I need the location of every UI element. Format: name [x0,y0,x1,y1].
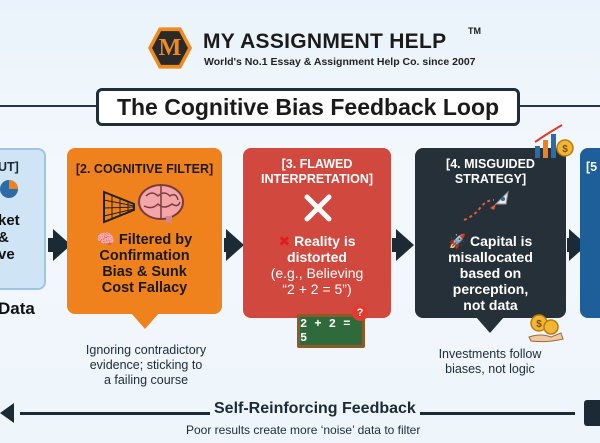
step-3-head: [3. FLAWED INTERPRETATION] [243,157,391,187]
step-2-body-text: Filtered by [118,232,193,248]
brand-tagline: World's No.1 Essay & Assignment Help Co.… [204,56,476,68]
step-4-head-line: [4. MISGUIDED [446,157,535,171]
step-3-body-line: (e.g., Believing [270,265,364,281]
step-1-below: Data [0,299,35,318]
svg-text:$: $ [562,144,568,155]
step-4-pointer [476,317,504,333]
caption-line: a failing course [103,373,189,387]
rising-chart-icon: $ [534,124,574,158]
step-4-body-line: misallocated [448,249,533,265]
chalkboard: 2 + 2 = 5 [297,314,365,348]
filter-net-icon [103,190,135,224]
step-4-body-text: Capital is [470,233,533,249]
step-4-body-line: based on [459,265,522,281]
feedback-title: Self-Reinforcing Feedback [210,400,420,418]
step-1-body-line: ve [0,246,15,263]
flow-arrow-head [53,229,71,261]
step-1-body: ket & ve [0,212,20,263]
feedback-arrow-left [0,403,14,423]
flow-arrow-shaft [48,238,56,252]
step-4-body-line: perception, [452,281,529,297]
flow-arrow-head [396,229,414,261]
step-2-caption: Ignoring contradictory evidence; stickin… [62,343,230,388]
chalkboard-text: 2 + 2 = 5 [300,317,351,345]
brand-trademark: TM [468,26,481,36]
step-3-head-line: [3. FLAWED [281,157,353,171]
step-1-body-line: & [0,229,20,246]
caption-line: evidence; sticking to [89,358,203,372]
logo-letter: M [152,31,188,65]
question-badge: ? [352,305,368,321]
step-3-body-line: distorted [287,249,347,265]
caption-line: Ignoring contradictory [85,343,207,357]
coins-hand-icon: $ [528,314,564,343]
step-2-body-line: Confirmation [99,248,190,264]
step-2-body: 🧠 Filtered by Confirmation Bias & Sunk C… [67,232,222,296]
step-3-body-line: “2 + 2 = 5”) [282,281,352,297]
rocket-small-icon: 🚀 [448,233,467,249]
feedback-arrow-right [584,400,600,426]
brand-name: MY ASSIGNMENT HELP [203,30,447,53]
step-4-body-line: not data [463,297,518,313]
rocket-path-icon [463,190,509,221]
step-3-body-text: Reality is [294,233,356,249]
step-4-body-line: 🚀 Capital is [415,233,566,249]
step-2-pointer [131,313,159,329]
step-1-body-line: ket [0,212,20,229]
caption-line: Investments follow [438,347,542,361]
page-title: The Cognitive Bias Feedback Loop [96,88,520,126]
flow-arrow-head [226,229,244,261]
step-2-body-line: Bias & Sunk [102,264,187,280]
step-3-card [243,148,391,318]
svg-text:$: $ [536,319,542,330]
step-4-body: 🚀 Capital is misallocated based on perce… [415,233,566,313]
step-4-head-line: STRATEGY] [454,172,527,186]
step-4-head: [4. MISGUIDED STRATEGY] [415,157,566,187]
brain-icon [138,184,184,223]
brain-small-icon: 🧠 [96,232,115,248]
pie-chart-icon [0,180,18,198]
red-x-icon: ✖ [278,233,291,249]
step-2-card [67,148,222,314]
step-3-head-line: INTERPRETATION] [260,172,374,186]
feedback-subtitle: Poor results create more ‘noise’ data to… [186,423,421,437]
step-3-body: ✖ Reality is distorted (e.g., Believing … [243,233,391,297]
step-5-card [580,148,600,318]
step-1-card [0,148,46,290]
step-2-body-line: Cost Fallacy [101,280,188,296]
step-2-head: [2. COGNITIVE FILTER] [75,162,214,176]
step-4-card [415,148,566,318]
step-4-caption: Investments follow biases, not logic [410,347,570,377]
step-1-head: UT] [0,160,19,174]
cross-icon [304,194,332,222]
caption-line: biases, not logic [445,362,535,376]
step-3-body-line: ✖ Reality is [243,233,391,249]
step-2-body-line: 🧠 Filtered by [67,232,222,248]
step-5-head: [5 [586,160,598,174]
